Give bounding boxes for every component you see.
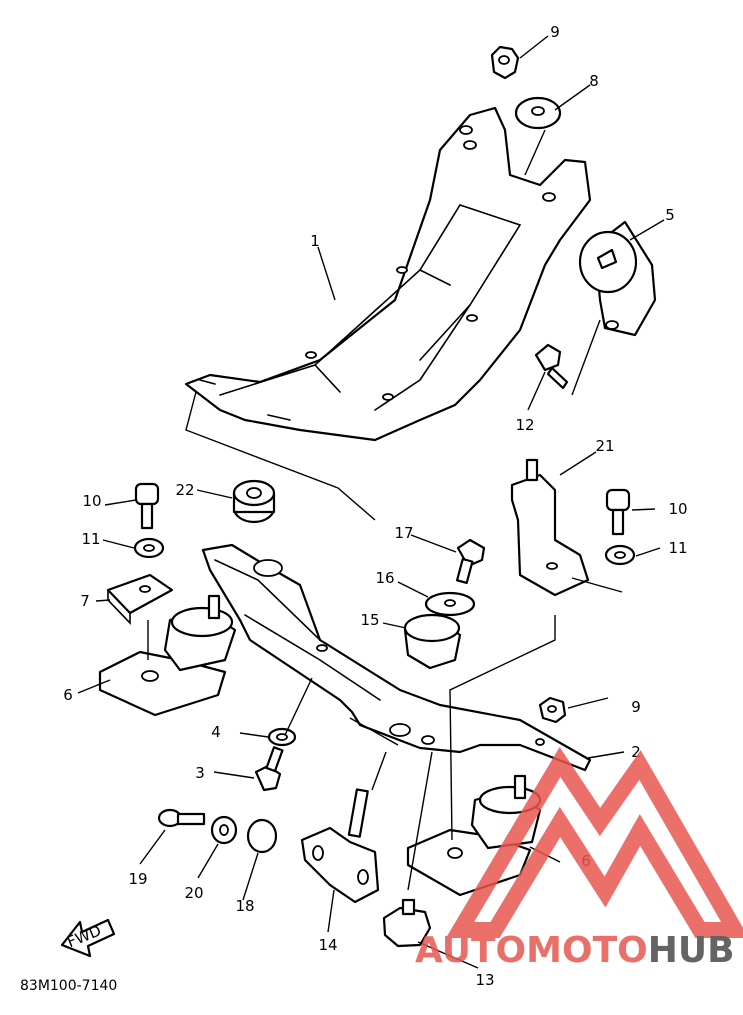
bracket-21-part <box>510 458 590 597</box>
callout-7: 7 <box>80 592 90 610</box>
flange-bolt-part <box>534 343 569 390</box>
brand-watermark: AUTOMOTOHUB <box>415 747 743 971</box>
callout-11-left: 11 <box>81 530 100 548</box>
svg-text:AUTOMOTOHUB: AUTOMOTOHUB <box>415 930 735 971</box>
callout-15: 15 <box>360 611 379 629</box>
callout-8: 8 <box>589 72 599 90</box>
callout-21: 21 <box>595 437 614 455</box>
callout-10-right: 10 <box>668 500 687 518</box>
callout-12: 12 <box>515 416 534 434</box>
leader-lines <box>77 35 665 969</box>
bolt-17-part <box>455 538 486 584</box>
callout-4: 4 <box>211 723 221 741</box>
callout-16: 16 <box>375 569 394 587</box>
callout-10-left: 10 <box>82 492 101 510</box>
collar-nut-part <box>382 898 432 948</box>
callout-9-top: 9 <box>550 23 560 41</box>
rubber-mount-part <box>578 220 657 337</box>
callout-numbers: 9 8 5 1 12 21 22 10 10 11 11 17 16 7 15 … <box>63 23 687 989</box>
skid-plate-part <box>184 106 592 442</box>
callout-13: 13 <box>475 971 494 989</box>
watermark-text-hub: HUB <box>648 930 735 971</box>
callout-1: 1 <box>310 232 320 250</box>
bolt-3-part <box>254 746 284 792</box>
washer-4-part <box>267 727 297 747</box>
callout-20: 20 <box>184 884 203 902</box>
callout-11-right: 11 <box>668 539 687 557</box>
rubber-bushing-part <box>232 479 276 524</box>
bolt-19-part <box>157 808 206 828</box>
engine-mount-left-part <box>98 594 237 717</box>
callout-18: 18 <box>235 897 254 915</box>
stud-bracket-part <box>300 788 380 904</box>
watermark-text-main: AUTOMOTO <box>415 930 648 971</box>
callout-5: 5 <box>665 206 675 224</box>
washer-20-part <box>210 815 238 845</box>
callout-19: 19 <box>128 870 147 888</box>
nut-lower-part <box>538 696 567 724</box>
callout-3: 3 <box>195 764 205 782</box>
spring-washer-left-part <box>133 537 165 559</box>
callout-14: 14 <box>318 936 337 954</box>
fwd-arrow-icon: FWD <box>60 918 116 958</box>
nut-part <box>490 45 520 80</box>
bolt-left-part <box>134 482 160 530</box>
washer-16-part <box>424 591 476 617</box>
washer-part <box>514 96 562 130</box>
callout-22: 22 <box>175 481 194 499</box>
damper-part <box>403 613 462 670</box>
watermark-logo-icon <box>445 747 743 938</box>
drawing-code: 83M100-7140 <box>20 978 117 994</box>
washer-18-part <box>246 818 278 854</box>
plate-part <box>106 573 174 625</box>
callout-17: 17 <box>394 524 413 542</box>
bolt-right-part <box>605 488 631 536</box>
lower-bracket-part <box>201 543 592 772</box>
callout-2: 2 <box>631 743 641 761</box>
callout-9-lower: 9 <box>631 698 641 716</box>
spring-washer-right-part <box>604 544 636 566</box>
callout-6-left: 6 <box>63 686 73 704</box>
